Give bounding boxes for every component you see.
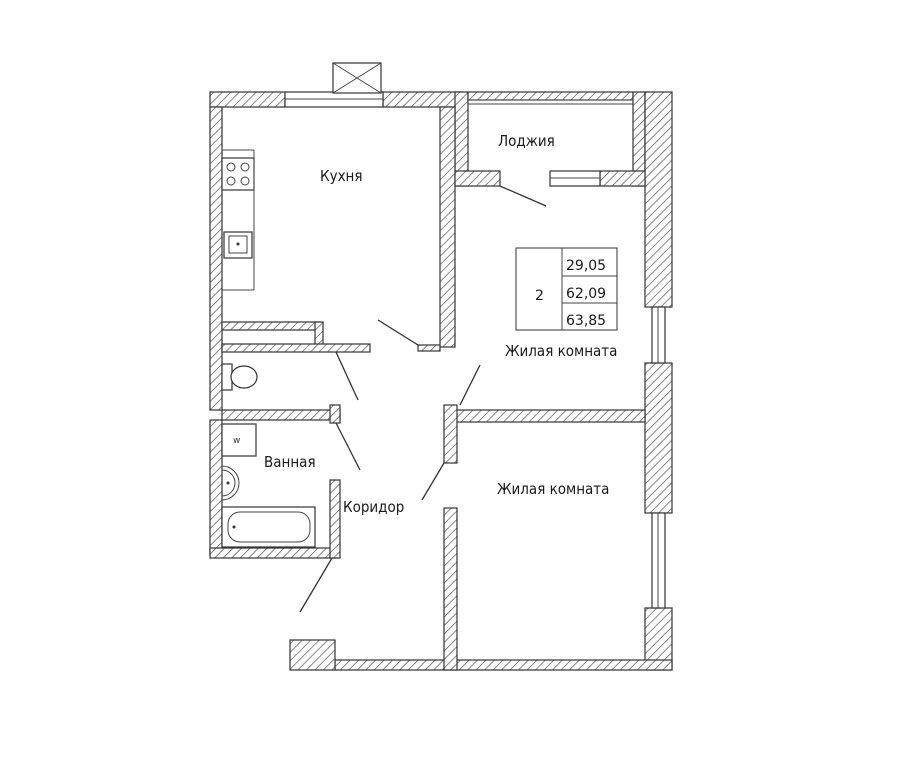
kitchen-counter	[222, 149, 255, 291]
washing-machine-label: w	[233, 436, 240, 446]
living-room-1-window	[651, 306, 666, 364]
kitchen-window	[284, 91, 384, 108]
doors	[299, 185, 547, 613]
kitchen-stove	[221, 157, 255, 191]
toilet	[221, 363, 258, 391]
living-area-value: 29,05	[566, 258, 606, 274]
washing-machine: w	[221, 423, 257, 457]
kitchen-label: Кухня	[320, 167, 363, 185]
interior-walls	[221, 106, 646, 671]
living-room-2-window	[651, 512, 666, 609]
bathroom-sink	[221, 465, 240, 501]
loggia-label: Лоджия	[498, 132, 555, 150]
kitchen-sink	[223, 231, 253, 259]
bathtub	[221, 506, 316, 548]
total-area-value: 62,09	[566, 286, 606, 302]
loggia-door	[549, 170, 601, 187]
apartment-info-table	[515, 247, 618, 331]
loggia-glazing	[468, 99, 633, 105]
bathroom-label: Ванная	[264, 453, 316, 471]
living-room-1-label: Жилая комната	[505, 342, 617, 360]
rooms-count: 2	[535, 288, 544, 304]
exterior-walls	[209, 62, 673, 671]
corridor-label: Коридор	[343, 498, 404, 516]
ventilation-shaft	[332, 62, 382, 94]
living-room-2-label: Жилая комната	[497, 480, 609, 498]
total-area-with-loggia-value: 63,85	[566, 313, 606, 329]
